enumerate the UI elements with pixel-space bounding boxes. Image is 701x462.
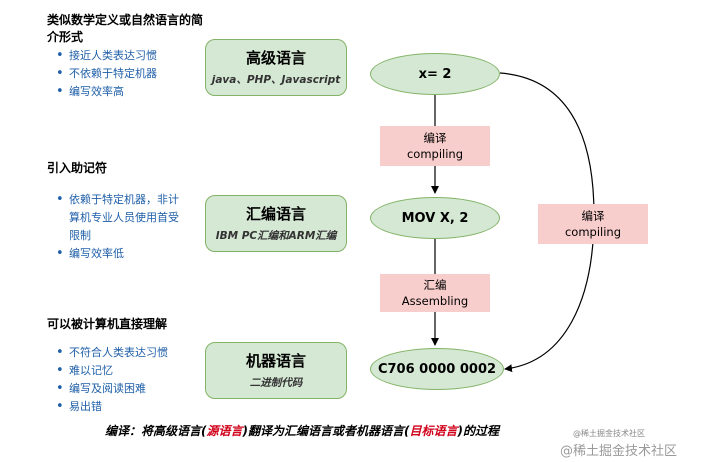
code-node-high-level: x= 2 [370,53,500,95]
bullet-item: 不符合人类表达习惯 [56,344,168,362]
caption-suffix: )的过程 [457,424,500,438]
language-subtitle: java、PHP、Javascript [211,74,341,86]
bullet-line: 限制 [69,229,91,242]
assembly-language-box: 汇编语言 IBM PC汇编和ARM汇编 [205,195,347,252]
language-subtitle: 二进制代码 [249,377,303,389]
process-label-en: compiling [564,225,622,239]
caption-middle: )翻译为汇编语言或者机器语言( [242,424,410,438]
language-subtitle: IBM PC汇编和ARM汇编 [215,230,337,242]
process-label-cn: 汇编 [423,278,447,292]
process-label-en: Assembling [401,294,469,308]
bullet-item: 接近人类表达习惯 [56,47,157,65]
section-3-heading-line1: 可以被计算机直接理解 [47,317,168,331]
bullet-item: 编写及阅读困难 [56,380,168,398]
bullet-item: 难以记忆 [56,362,168,380]
process-label-cn: 编译 [423,131,447,145]
section-1-heading: 类似数学定义或自然语言的简 介形式 [47,12,203,46]
machine-language-box: 机器语言 二进制代码 [205,342,347,399]
watermark-large: @稀土掘金技术社区 [560,444,678,459]
language-title: 机器语言 [245,352,306,370]
bullet-line: 算机专业人员使用首受 [69,211,179,224]
section-2-bullets: 依赖于特定机器，非计 算机专业人员使用首受 限制 编写效率低 [47,191,179,263]
bullet-item: 依赖于特定机器，非计 算机专业人员使用首受 限制 [56,191,179,245]
code-node-machine: C706 0000 0002 [370,348,504,390]
compile-definition-caption: 编译：将高级语言(源语言)翻译为汇编语言或者机器语言(目标语言)的过程 [105,422,499,439]
caption-prefix: 编译：将高级语言( [105,424,207,438]
bullet-item: 易出错 [56,398,168,416]
section-1-bullets: 接近人类表达习惯 不依赖于特定机器 编写效率高 [47,47,157,101]
assemble-box: 汇编 Assembling [380,274,490,312]
section-1-heading-line2: 介形式 [47,30,84,44]
compile-box: 编译 compiling [380,126,490,166]
watermark-small: @稀土掘金技术社区 [573,429,645,438]
code-node-assembly: MOV X, 2 [370,197,500,239]
process-label-en: compiling [406,147,464,161]
section-2-heading: 引入助记符 [47,160,107,177]
caption-target-language: 目标语言 [409,424,458,438]
section-1-heading-line1: 类似数学定义或自然语言的简 [47,13,204,27]
bullet-item: 不依赖于特定机器 [56,65,157,83]
bullet-item: 编写效率低 [56,245,179,263]
caption-source-language: 源语言 [206,424,243,438]
process-label-cn: 编译 [581,209,605,223]
bullet-item: 编写效率高 [56,83,157,101]
high-level-language-box: 高级语言 java、PHP、Javascript [205,39,347,96]
section-3-bullets: 不符合人类表达习惯 难以记忆 编写及阅读困难 易出错 [47,344,168,416]
language-title: 高级语言 [245,49,306,67]
language-title: 汇编语言 [245,205,306,223]
bullet-line: 编写效率低 [69,247,124,260]
section-2-heading-line1: 引入助记符 [47,161,108,175]
bullet-line: 依赖于特定机器，非计 [69,193,179,206]
direct-compile-box: 编译 compiling [538,204,648,244]
section-3-heading: 可以被计算机直接理解 [47,316,167,333]
